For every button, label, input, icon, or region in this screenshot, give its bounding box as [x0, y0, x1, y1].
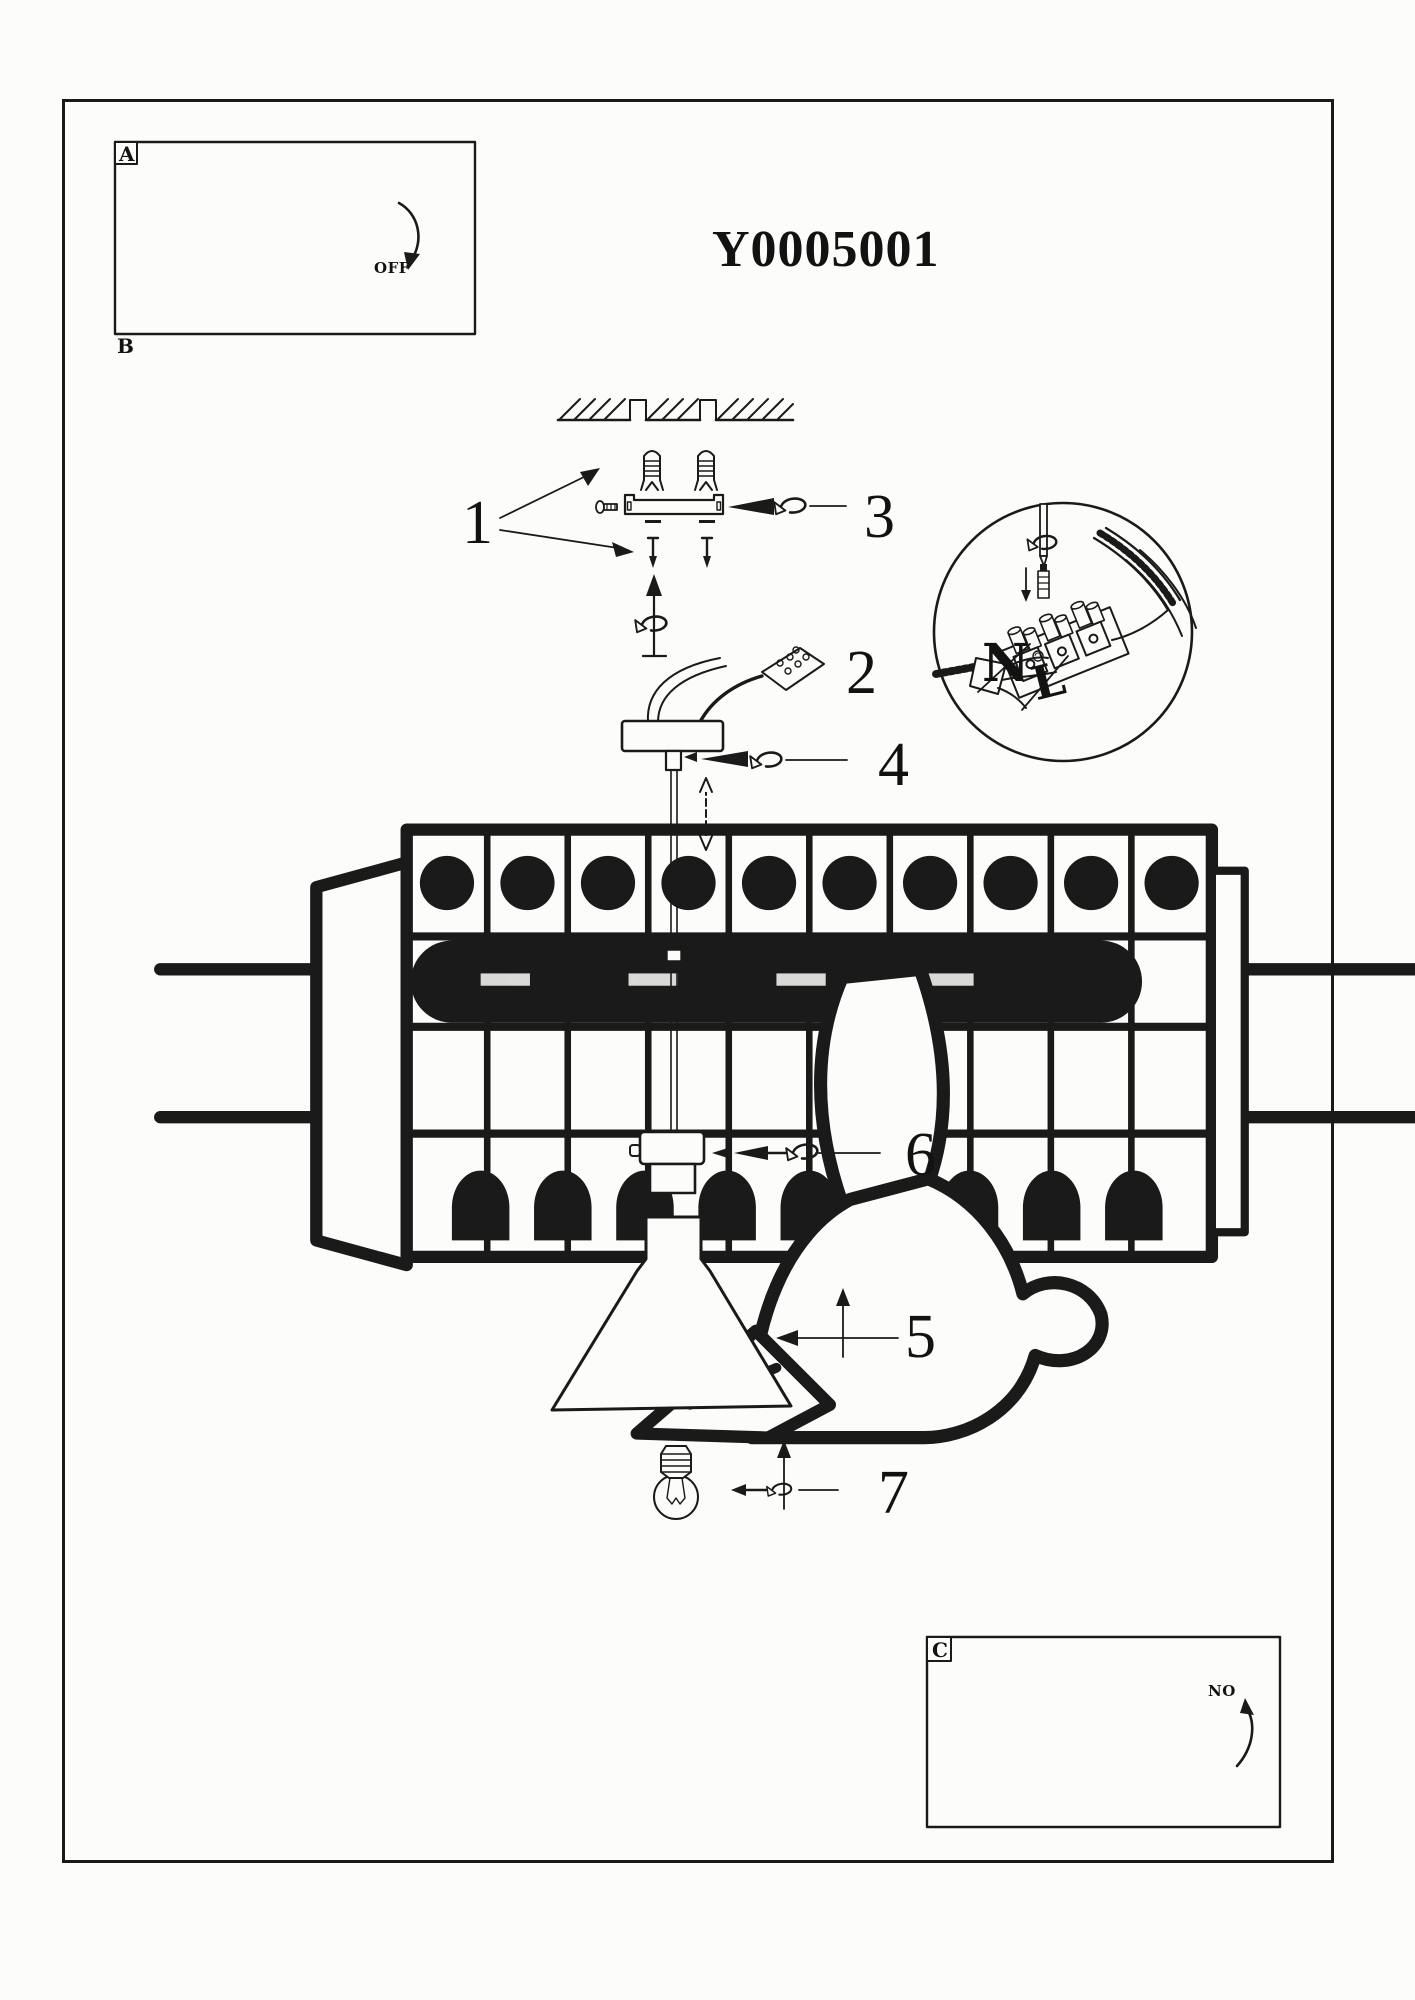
no-arrow: [1235, 1698, 1254, 1768]
breaker-no-label: NO: [1208, 1682, 1236, 1700]
panel-c-box: [925, 1635, 1282, 1829]
mains-cable: [1092, 526, 1197, 641]
panel-a-box: [113, 140, 477, 336]
step-label-5: 5: [905, 1303, 936, 1371]
neutral-wire-label: N: [982, 633, 1030, 694]
loose-screw: [1037, 564, 1050, 599]
bracket-fixing-screws: [645, 520, 715, 568]
step5-arrow: [776, 1288, 899, 1358]
step3-arrow: [728, 498, 847, 515]
off-arrow: [397, 201, 420, 270]
model-number: Y0005001: [712, 221, 940, 278]
breaker-panel-illustration-a: [160, 830, 1415, 1438]
panel-c-corner-label: C: [932, 1638, 948, 1662]
panel-b-label: B: [117, 334, 134, 358]
wall-anchor-left: [640, 450, 664, 491]
screwdriver: [1039, 503, 1048, 567]
step-label-2: 2: [846, 639, 877, 707]
lamp-socket: [629, 1130, 731, 1195]
step7-arrow: [731, 1440, 839, 1510]
light-bulb: [653, 1445, 699, 1520]
twist-arrow-step4: [748, 751, 783, 770]
step6-arrow: [734, 1146, 881, 1160]
insert-screw-arrow: [1021, 567, 1031, 602]
step-label-6: 6: [905, 1121, 936, 1189]
wire-label-leaders: [977, 643, 1069, 711]
terminal-block-small: [761, 646, 825, 691]
power-cord: [666, 769, 682, 1134]
supply-wires: [646, 657, 764, 724]
step-label-3: 3: [864, 483, 895, 551]
twist-arrow-step3: [772, 497, 807, 516]
twist-arrow-step7: [765, 1482, 793, 1498]
lift-twist-arrow: [641, 574, 668, 658]
ceiling-canopy: [620, 719, 725, 772]
wall-anchor-right: [694, 450, 718, 491]
bracket-screw: [595, 500, 618, 514]
step4-arrow: [701, 751, 848, 767]
step-label-4: 4: [878, 731, 909, 799]
mounting-bracket: [623, 493, 725, 516]
step-label-1: 1: [462, 489, 493, 557]
height-adjust-arrow: [699, 777, 713, 851]
step1-leader-arrows: [499, 468, 634, 557]
breaker-off-label: OFF: [374, 259, 410, 277]
twist-arrow-canopy: [633, 615, 668, 634]
ceiling-hatching: [556, 398, 795, 422]
lamp-shade: [550, 1215, 793, 1412]
panel-a-corner-label: A: [119, 142, 135, 166]
wiring-detail-circle: [932, 501, 1197, 763]
step-label-7: 7: [878, 1459, 909, 1527]
page-border: [62, 99, 1334, 1863]
